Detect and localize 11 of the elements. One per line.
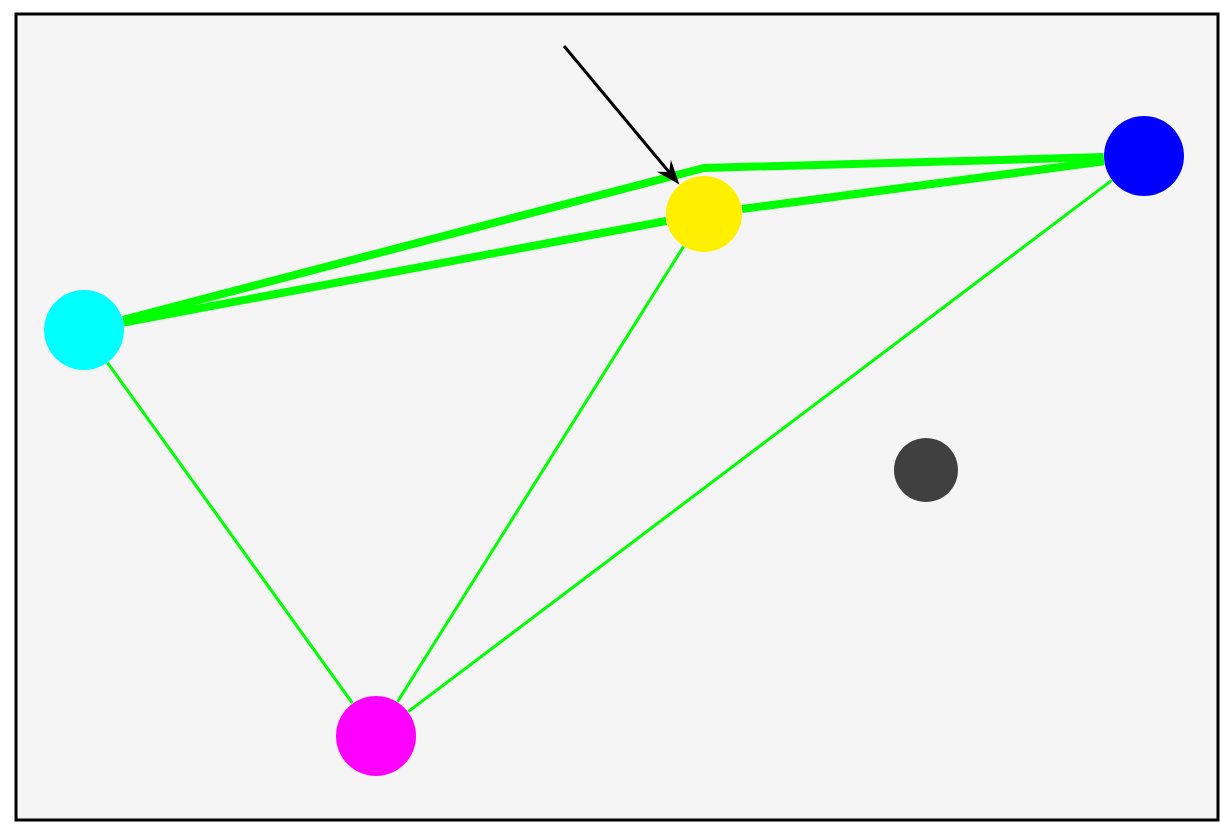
marker-dot <box>44 290 124 370</box>
connector-line <box>106 361 354 705</box>
marker-dot <box>336 695 416 776</box>
connector-line <box>396 245 685 703</box>
marker-dot <box>1104 116 1184 196</box>
connector-line <box>741 157 1105 213</box>
connector-line <box>122 153 1104 324</box>
dark-spot <box>894 438 958 502</box>
connector-line <box>123 217 667 327</box>
marker-dot <box>666 176 742 252</box>
connector-line <box>407 179 1113 713</box>
